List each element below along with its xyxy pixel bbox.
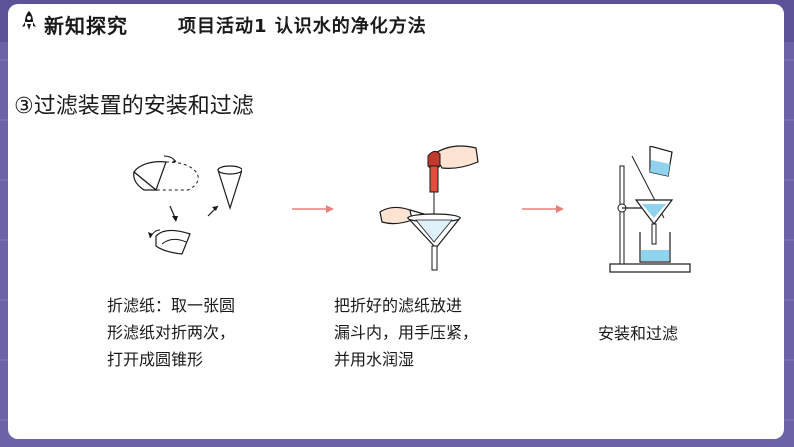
header-label-box bbox=[14, 7, 160, 37]
page-title: 项目活动1 认识水的净化方法 bbox=[178, 16, 427, 37]
filtration-apparatus-illustration bbox=[609, 146, 691, 273]
rocket-icon bbox=[22, 11, 36, 30]
header-label: 新知探究 bbox=[44, 14, 128, 38]
section-heading: ③过滤装置的安装和过滤 bbox=[14, 94, 254, 119]
funnel-dropper-illustration bbox=[379, 145, 479, 271]
right-arrow-icon bbox=[522, 205, 564, 213]
right-arrow-icon bbox=[292, 205, 334, 213]
step-caption-assemble-and-filter: 安装和过滤 bbox=[598, 324, 679, 343]
folding-filter-paper-illustration bbox=[133, 155, 242, 255]
step-caption-fold-filter-paper: 折滤纸：取一张圆 形滤纸对折两次， 打开成圆锥形 bbox=[107, 296, 236, 369]
step-caption-place-in-funnel: 把折好的滤纸放进 漏斗内，用手压紧， 并用水润湿 bbox=[334, 296, 479, 369]
